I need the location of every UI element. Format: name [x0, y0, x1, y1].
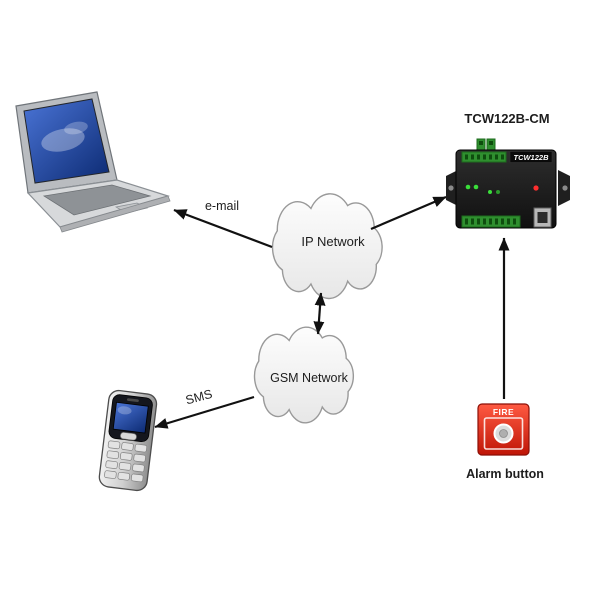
device-title: TCW122B-CM: [464, 111, 549, 126]
alarm-button-label: Alarm button: [466, 467, 544, 481]
arrow-sms: [154, 395, 255, 429]
laptop-illustration: [15, 91, 171, 233]
email-label: e-mail: [205, 199, 239, 213]
ip-network-cloud: IP Network: [273, 194, 383, 299]
arrow-ip-gsm: [313, 292, 326, 335]
gsm-network-cloud: GSM Network: [255, 327, 354, 423]
arrow-email: [173, 208, 273, 249]
mobile-phone-illustration: [98, 389, 158, 492]
connection-arrows: [154, 195, 510, 429]
sms-label: SMS: [184, 387, 214, 408]
arrow-ip-to-device: [370, 195, 447, 231]
tcw122b-device-illustration: TCW122B-CM TCW122B: [446, 111, 570, 229]
device-panel-label: TCW122B: [513, 153, 549, 162]
gsm-network-label: GSM Network: [270, 371, 349, 385]
alarm-button-illustration: FIRE Alarm button: [466, 403, 544, 481]
ip-network-label: IP Network: [301, 234, 365, 249]
alarm-fire-text: FIRE: [493, 407, 514, 417]
